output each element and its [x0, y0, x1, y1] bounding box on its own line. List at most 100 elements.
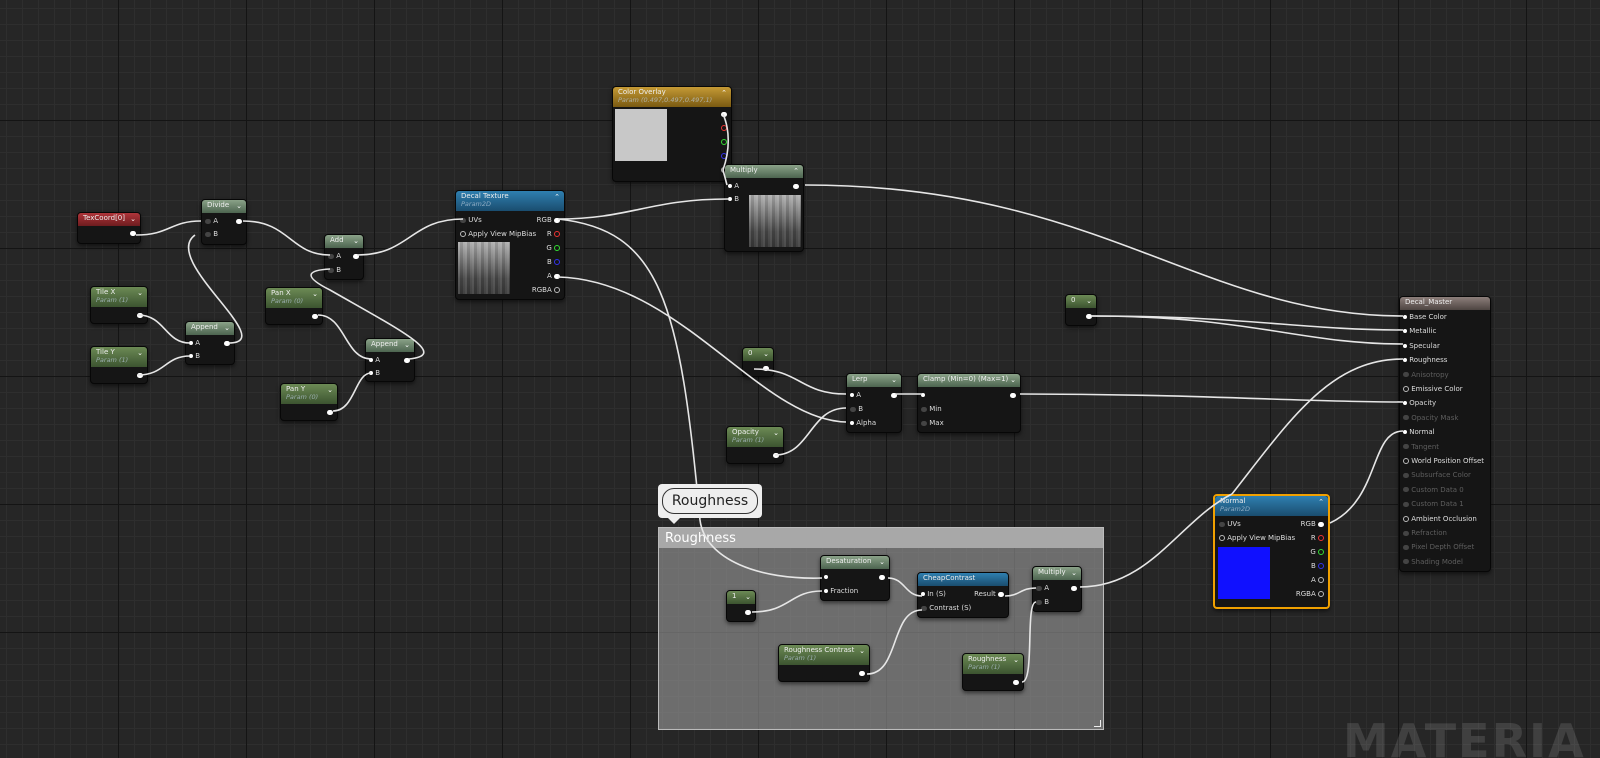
- chevron-down-icon[interactable]: ⌄: [353, 237, 359, 245]
- output-pin[interactable]: [137, 371, 143, 380]
- chevron-down-icon[interactable]: ⌄: [745, 593, 751, 601]
- output-pin[interactable]: [763, 364, 769, 373]
- output-pin-a[interactable]: A: [1311, 576, 1324, 585]
- node-constant-zero-specular[interactable]: 0⌄: [1065, 294, 1097, 326]
- output-pin-g[interactable]: G: [546, 244, 560, 253]
- output-pin[interactable]: [404, 356, 410, 365]
- input-pin-a[interactable]: A: [328, 252, 341, 261]
- chevron-down-icon[interactable]: ⌄: [130, 215, 136, 223]
- node-decal-master[interactable]: Decal_Master Base Color Metallic Specula…: [1399, 296, 1491, 572]
- chevron-down-icon[interactable]: ⌄: [1071, 569, 1077, 577]
- node-texcoord[interactable]: TexCoord[0]⌄: [77, 212, 141, 244]
- output-pin-rgb[interactable]: RGB: [1301, 520, 1324, 529]
- output-pin-g[interactable]: G: [1310, 548, 1324, 557]
- master-input-shading-model[interactable]: Shading Model: [1403, 558, 1463, 567]
- chevron-down-icon[interactable]: ⌄: [236, 202, 242, 210]
- output-pin-b[interactable]: B: [1311, 562, 1324, 571]
- master-input-refraction[interactable]: Refraction: [1403, 529, 1447, 538]
- node-multiply-color[interactable]: Multiply⌃ A B: [724, 164, 804, 252]
- chevron-down-icon[interactable]: ⌄: [224, 324, 230, 332]
- node-cheap-contrast[interactable]: CheapContrast In (S) Contrast (S) Result: [917, 572, 1009, 618]
- master-input-emissive-color[interactable]: Emissive Color: [1403, 385, 1463, 394]
- chevron-down-icon[interactable]: ⌄: [891, 376, 897, 384]
- input-pin-b[interactable]: B: [850, 405, 863, 414]
- input-pin-contrast[interactable]: Contrast (S): [921, 604, 971, 613]
- chevron-down-icon[interactable]: ⌄: [773, 429, 779, 437]
- chevron-down-icon[interactable]: ⌄: [1010, 376, 1016, 384]
- input-pin-b[interactable]: B: [189, 352, 200, 361]
- input-pin-mip-bias[interactable]: Apply View MipBias: [1219, 534, 1295, 543]
- output-pin-b[interactable]: [721, 152, 727, 161]
- input-pin-value[interactable]: [921, 391, 925, 400]
- node-add[interactable]: Add⌄ A B: [324, 234, 364, 280]
- input-pin-max[interactable]: Max: [921, 419, 944, 428]
- chevron-up-icon[interactable]: ⌃: [793, 167, 799, 175]
- node-desaturation[interactable]: Desaturation⌄ Fraction: [820, 555, 890, 601]
- output-pin[interactable]: [236, 217, 242, 226]
- output-pin[interactable]: [312, 312, 318, 321]
- node-divide[interactable]: Divide⌄ A B: [201, 199, 247, 245]
- output-pin-rgba[interactable]: RGBA: [532, 286, 560, 295]
- output-pin-r[interactable]: R: [547, 230, 560, 239]
- input-pin-mip-bias[interactable]: Apply View MipBias: [460, 230, 536, 239]
- output-pin[interactable]: [745, 608, 751, 617]
- chevron-up-icon[interactable]: ⌃: [1318, 498, 1324, 506]
- output-pin[interactable]: [773, 451, 779, 460]
- input-pin-a[interactable]: A: [728, 182, 739, 191]
- input-pin-b[interactable]: B: [205, 230, 218, 239]
- output-pin[interactable]: [1071, 584, 1077, 593]
- chevron-down-icon[interactable]: ⌄: [312, 290, 318, 298]
- output-pin-b[interactable]: B: [547, 258, 560, 267]
- chevron-down-icon[interactable]: ⌄: [1086, 297, 1092, 305]
- output-pin-r[interactable]: [721, 124, 727, 133]
- input-pin-b[interactable]: B: [728, 195, 739, 204]
- chevron-down-icon[interactable]: ⌄: [404, 341, 410, 349]
- master-input-opacity-mask[interactable]: Opacity Mask: [1403, 414, 1458, 423]
- output-pin[interactable]: [1013, 678, 1019, 687]
- chevron-down-icon[interactable]: ⌄: [137, 349, 143, 357]
- chevron-down-icon[interactable]: ⌄: [859, 647, 865, 655]
- comment-bubble[interactable]: Roughness: [658, 484, 762, 524]
- output-pin-result[interactable]: Result: [974, 590, 1004, 599]
- node-constant-zero[interactable]: 0⌄: [742, 347, 774, 377]
- master-input-roughness[interactable]: Roughness: [1403, 356, 1447, 365]
- chevron-down-icon[interactable]: ⌄: [137, 289, 143, 297]
- output-pin[interactable]: [137, 311, 143, 320]
- output-pin[interactable]: [224, 339, 230, 348]
- output-pin[interactable]: [130, 229, 136, 238]
- output-pin[interactable]: [879, 573, 885, 582]
- node-append-pan[interactable]: Append⌄ A B: [365, 338, 415, 382]
- input-pin-a[interactable]: A: [205, 217, 218, 226]
- master-input-anisotropy[interactable]: Anisotropy: [1403, 371, 1449, 380]
- node-lerp[interactable]: Lerp⌄ A B Alpha: [846, 373, 902, 433]
- output-pin-rgb[interactable]: [721, 110, 727, 119]
- input-pin-a[interactable]: A: [189, 339, 200, 348]
- output-pin[interactable]: [327, 408, 333, 417]
- chevron-up-icon[interactable]: ⌃: [721, 89, 727, 97]
- master-input-opacity[interactable]: Opacity: [1403, 399, 1436, 408]
- output-pin[interactable]: [859, 669, 865, 678]
- output-pin-rgba[interactable]: RGBA: [1296, 590, 1324, 599]
- input-pin-a[interactable]: A: [850, 391, 861, 400]
- master-input-normal[interactable]: Normal: [1403, 428, 1435, 437]
- output-pin[interactable]: [353, 252, 359, 261]
- input-pin-uvs[interactable]: UVs: [1219, 520, 1241, 529]
- master-input-pixel-depth-offset[interactable]: Pixel Depth Offset: [1403, 543, 1474, 552]
- input-pin-in[interactable]: In (S): [921, 590, 946, 599]
- chevron-down-icon[interactable]: ⌄: [327, 386, 333, 394]
- chevron-down-icon[interactable]: ⌄: [879, 558, 885, 566]
- input-pin-a[interactable]: A: [369, 356, 380, 365]
- master-input-tangent[interactable]: Tangent: [1403, 443, 1439, 452]
- input-pin-value[interactable]: [824, 573, 828, 582]
- input-pin-uvs[interactable]: UVs: [460, 216, 482, 225]
- master-input-base-color[interactable]: Base Color: [1403, 313, 1447, 322]
